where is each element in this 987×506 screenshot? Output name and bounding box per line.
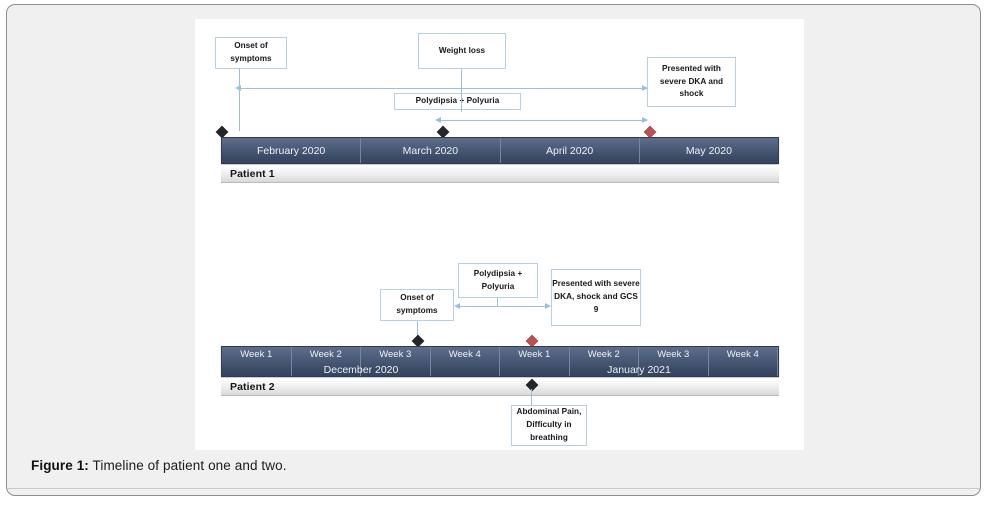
figure-image-panel: Onset of symptoms Weight loss Polydipsia… <box>195 19 804 450</box>
connector-onset-vertical-p2 <box>417 321 418 341</box>
patient-band-2: Patient 2 <box>221 378 779 396</box>
event-box-polydipsia-polyuria-p1: Polydipsia + Polyuria <box>394 93 521 110</box>
week-label: Week 1 <box>240 349 273 360</box>
week-label: Week 3 <box>657 349 690 360</box>
connector-polydipsia-to-dka-p2 <box>497 306 545 307</box>
figure-caption-text: Timeline of patient one and two. <box>88 458 287 473</box>
event-box-presented-dka-gcs-p2: Presented with severe DKA, shock and GCS… <box>551 269 641 326</box>
figure-caption-label: Figure 1: <box>31 458 89 473</box>
arrow-right-dka-p2 <box>545 302 551 309</box>
connector-polydipsia-horizontal-p1 <box>441 120 647 121</box>
event-box-onset-symptoms-p2: Onset of symptoms <box>380 289 454 321</box>
connector-polydipsia-vertical-p2 <box>497 298 498 306</box>
week-label: Week 3 <box>379 349 412 360</box>
connector-polydipsia-to-onset-p2 <box>460 306 497 307</box>
arrow-right-polydipsia-p1 <box>642 84 648 91</box>
event-box-polydipsia-polyuria-p2: Polydipsia + Polyuria <box>458 263 538 298</box>
timeline-cell-mar-2020: March 2020 <box>361 138 501 163</box>
marker-dka-p1 <box>643 125 656 138</box>
patient-label-1: Patient 1 <box>230 167 275 180</box>
event-box-onset-symptoms-p1: Onset of symptoms <box>215 37 287 69</box>
timeline-cell-jan-week-2: Week 2 <box>570 347 639 376</box>
patient-label-2: Patient 2 <box>230 380 275 393</box>
marker-onset-p1 <box>215 125 228 138</box>
week-label: Week 4 <box>726 349 759 360</box>
arrow-right-polydipsia-low-p1 <box>642 116 648 123</box>
event-box-presented-dka-shock-p1: Presented with severe DKA and shock <box>647 57 736 107</box>
week-label: Week 1 <box>518 349 551 360</box>
timeline-cell-jan-week-4: Week 4 <box>709 347 778 376</box>
caption-divider <box>7 488 980 489</box>
event-box-weight-loss-p1: Weight loss <box>418 33 506 69</box>
timeline-cell-dec-week-2: Week 2 <box>292 347 361 376</box>
connector-abdominal-pain-vertical-p2 <box>531 389 532 406</box>
connector-onset-vertical-p1 <box>239 69 240 131</box>
week-label: Week 2 <box>587 349 620 360</box>
figure-card: Onset of symptoms Weight loss Polydipsia… <box>6 4 981 496</box>
connector-weight-loss-vertical-p1 <box>461 69 462 112</box>
timeline-cell-jan-week-3: Week 3 <box>639 347 709 376</box>
event-box-abdominal-pain-p2: Abdominal Pain, Difficulty in breathing <box>511 405 587 446</box>
marker-dka-p2 <box>525 334 538 347</box>
arrow-left-onset-p1 <box>235 84 241 91</box>
arrow-left-polydipsia-p1 <box>435 116 441 123</box>
marker-onset-p2 <box>411 334 424 347</box>
timeline-cell-dec-week-4: Week 4 <box>431 347 500 376</box>
timeline-cell-may-2020: May 2020 <box>685 144 732 157</box>
timeline-cell-dec-week-1: Week 1 <box>222 347 292 376</box>
week-label: Week 2 <box>309 349 342 360</box>
timeline-cell-jan-week-1: Week 1 <box>500 347 570 376</box>
week-label: Week 4 <box>448 349 481 360</box>
patient-band-1: Patient 1 <box>221 165 779 183</box>
marker-polydipsia-p1 <box>436 125 449 138</box>
arrow-left-onset-p2 <box>454 302 460 309</box>
timeline-bar-p1: February 2020 March 2020 April 2020 May … <box>221 137 779 164</box>
connector-dka-to-onset-horizontal-p1 <box>241 88 647 89</box>
timeline-cell-dec-week-3: Week 3 <box>361 347 431 376</box>
timeline-cell-apr-2020: April 2020 <box>501 138 640 163</box>
timeline-cell-feb-2020: February 2020 <box>222 138 362 163</box>
timeline-bar-p2: Week 1 Week 2 Week 3 Week 4 Week 1 Week … <box>221 346 779 377</box>
figure-caption: Figure 1: Timeline of patient one and tw… <box>31 458 731 473</box>
